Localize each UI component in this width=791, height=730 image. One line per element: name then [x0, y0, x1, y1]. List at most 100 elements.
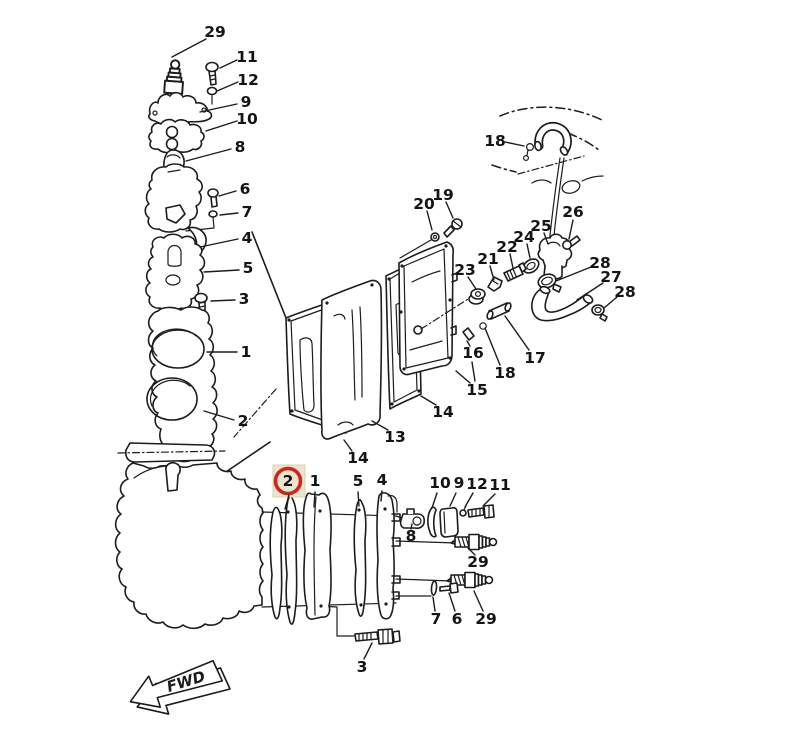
mount-boss	[117, 442, 226, 463]
leader-line	[555, 266, 592, 282]
part-number-label: 17	[524, 349, 546, 367]
leader-line	[489, 265, 495, 281]
part-number-label: 20	[413, 195, 435, 213]
anode-shim-10	[427, 506, 437, 538]
part-number-label: 12	[466, 475, 488, 493]
part-number-label: 11	[236, 48, 258, 66]
leader-line	[210, 299, 236, 302]
leader-line	[455, 370, 471, 384]
leader-line	[203, 269, 240, 273]
head-gasket-strip-b	[284, 495, 298, 625]
leader-line	[484, 327, 501, 366]
exhaust-cover-strip	[376, 491, 401, 620]
part-number-label: 2	[238, 412, 249, 430]
part-number-label: 19	[432, 186, 454, 204]
part-number-label: 29	[475, 610, 497, 628]
washer-12	[206, 86, 218, 105]
part-number-label: 27	[600, 268, 622, 286]
leader-line	[464, 492, 474, 508]
leader-line	[203, 410, 235, 421]
part-number-label: 10	[429, 474, 451, 492]
part-number-label: 12	[237, 71, 259, 89]
part-number-label: 1	[241, 343, 252, 361]
part-number-label: 2	[283, 472, 294, 490]
part-number-label: 8	[235, 138, 246, 156]
part-number-label: 3	[239, 290, 250, 308]
hose-clip	[479, 322, 487, 330]
leader-line	[445, 201, 454, 219]
leader-line	[568, 219, 574, 240]
cooling-water-system	[399, 106, 608, 322]
leader-line	[431, 492, 438, 509]
part-number-label: 11	[489, 476, 511, 494]
leader-line	[313, 491, 316, 508]
part-number-label: 4	[377, 471, 388, 489]
part-number-label: 28	[614, 283, 636, 301]
exhaust-outer-cover	[398, 241, 477, 376]
leader-line	[603, 296, 618, 309]
leader-line	[410, 523, 413, 530]
leader-line	[471, 361, 476, 382]
part-number-label: 7	[431, 610, 442, 628]
water-hose-stub	[486, 302, 512, 320]
leader-line	[199, 103, 238, 113]
leader-line	[218, 190, 237, 197]
part-number-label: 6	[452, 610, 463, 628]
leader-line	[432, 596, 436, 612]
bolt-6-top	[207, 188, 219, 208]
leader-line	[371, 420, 389, 431]
bottom-small-parts	[354, 504, 498, 645]
part-number-label: 5	[243, 259, 254, 277]
leader-line	[543, 232, 549, 245]
leader-line	[343, 439, 353, 452]
leader-line	[526, 243, 531, 259]
part-number-label: 16	[462, 344, 484, 362]
part-number-label: 7	[242, 203, 253, 221]
part-number-label: 10	[236, 110, 258, 128]
leader-line	[504, 315, 530, 351]
selected-part-highlight[interactable]	[272, 464, 306, 498]
leader-line	[466, 340, 471, 347]
thermostat-gasket-10	[148, 118, 205, 154]
leader-line	[576, 282, 604, 301]
leader-line	[509, 253, 514, 269]
bolt-11-bottom	[467, 504, 495, 519]
bolt-26	[561, 235, 581, 251]
fitting-22	[503, 262, 527, 282]
crankcase-body	[114, 462, 264, 630]
part-number-label: 9	[454, 474, 465, 492]
water-cover-5	[145, 233, 206, 312]
leader-line	[185, 148, 232, 162]
part-number-label: 26	[562, 203, 584, 221]
bolt-19-20	[399, 218, 463, 259]
head-cover-top	[144, 163, 203, 233]
outlet-hose-27	[531, 285, 594, 322]
leader-line	[205, 120, 238, 132]
part-number-label: 22	[496, 238, 518, 256]
leader-line	[467, 547, 476, 556]
crankcase-and-cylinder-block	[114, 442, 457, 637]
part-number-label: 14	[432, 403, 454, 421]
cylinder-head-body	[146, 306, 218, 463]
leader-line	[284, 494, 290, 510]
head-gasket-strip-a	[269, 506, 283, 620]
part-number-label: 13	[384, 428, 406, 446]
highlight-circle	[273, 466, 303, 496]
part-number-label: 5	[353, 472, 364, 490]
anode-9	[439, 506, 459, 538]
leader-line	[357, 491, 360, 507]
clamp-28-lower	[591, 304, 608, 322]
cylinder-head-stack	[144, 58, 271, 481]
pilot-water-hook-hose	[534, 121, 572, 156]
part-number-label: 3	[357, 658, 368, 676]
exhaust-inner-cover	[320, 279, 383, 440]
callouts-layer: 2911129108674531214131415161817232122242…	[171, 23, 636, 676]
leader-line	[420, 395, 437, 406]
leader-line	[219, 212, 239, 216]
part-number-label: 29	[467, 553, 489, 571]
dowel-pin	[462, 327, 475, 341]
part-number-label: 23	[454, 261, 476, 279]
bolt-3-bottom	[354, 628, 401, 645]
fwd-arrow: FWD	[129, 659, 231, 715]
